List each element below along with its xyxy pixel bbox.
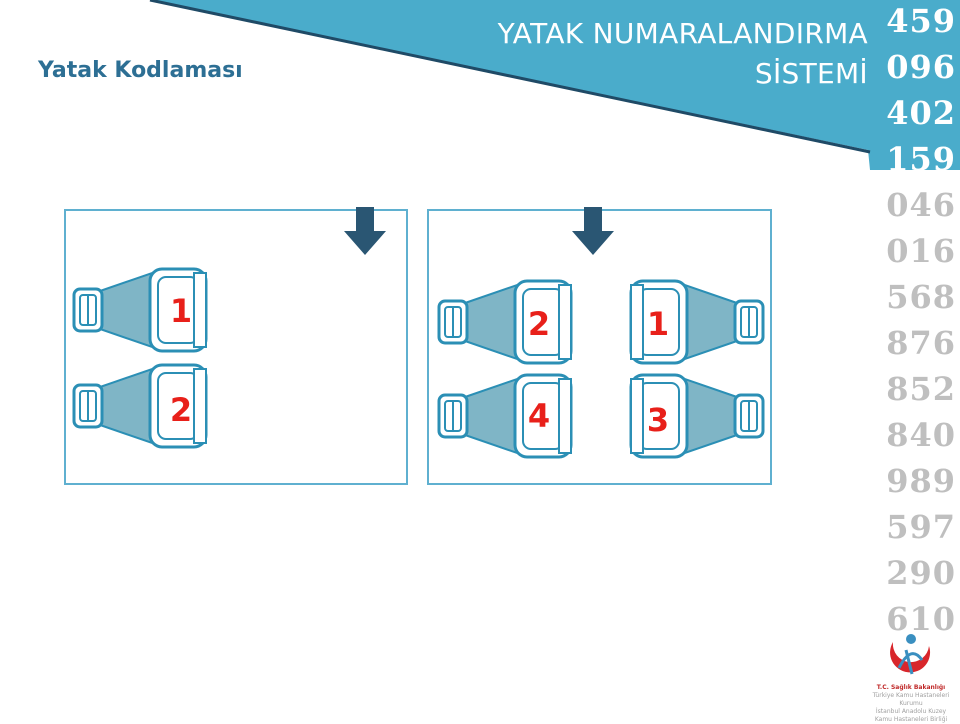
title-line-1: YATAK NUMARALANDIRMA [497,17,868,50]
title-line-2: SİSTEMİ [754,57,868,90]
number-item: 568 [886,278,956,316]
logo-text: İstanbul Anadolu Kuzey [875,708,947,715]
number-item: 402 [886,94,956,132]
number-item: 290 [886,554,956,592]
bed-number: 3 [646,401,670,439]
logo-text: T.C. Sağlık Bakanlığı [876,684,946,691]
page-title: YATAK NUMARALANDIRMA SİSTEMİ [348,14,868,94]
room-layout-single: 1 2 [64,207,408,485]
number-column: 459 096 402 159 046 016 568 876 852 840 … [872,0,956,642]
down-arrow-icon [344,207,386,255]
bed-number: 4 [527,397,551,435]
number-item: 840 [886,416,956,454]
number-item: 159 [886,140,956,178]
number-item: 876 [886,324,956,362]
number-item: 597 [886,508,956,546]
bed-number: 1 [169,292,193,330]
bed-icon [437,279,573,365]
bed-number: 2 [527,305,551,343]
bed-icon [72,363,208,449]
number-item: 046 [886,186,956,224]
ministry-logo: T.C. Sağlık Bakanlığı Türkiye Kamu Hasta… [866,630,956,723]
number-item: 852 [886,370,956,408]
number-item: 096 [886,48,956,86]
number-item: 989 [886,462,956,500]
bed-icon [629,373,765,459]
number-item: 459 [886,2,956,40]
logo-text: Türkiye Kamu Hastaneleri Kurumu [872,692,950,707]
bed-icon [72,267,208,353]
bed-number: 2 [169,391,193,429]
health-ministry-emblem-icon [890,634,931,675]
section-subtitle: Yatak Kodlaması [38,58,243,83]
bed-number: 1 [646,305,670,343]
down-arrow-icon [572,207,614,255]
number-item: 016 [886,232,956,270]
bed-icon [437,373,573,459]
number-item: 610 [886,600,956,638]
room-layout-double: 2 4 1 3 [427,207,772,485]
bed-icon [629,279,765,365]
